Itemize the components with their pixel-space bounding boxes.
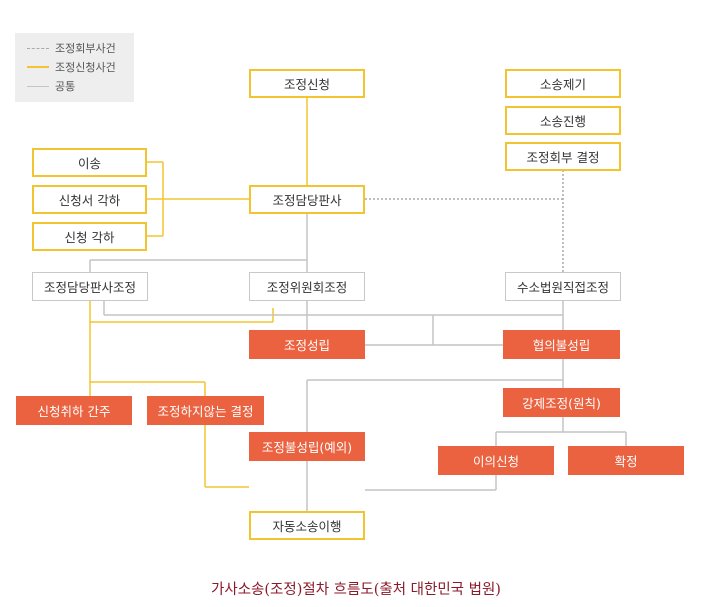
- gray-connectors: [89, 213, 627, 512]
- node-objection: 이의신청: [438, 446, 554, 475]
- node-mediation-success: 조정성립: [249, 330, 365, 359]
- node-mediation-application: 조정신청: [249, 69, 365, 98]
- node-lawsuit-progress: 소송진행: [505, 106, 621, 135]
- legend-gray-line: [27, 85, 49, 87]
- node-compulsory-mediation: 강제조정(원칙): [503, 388, 620, 417]
- node-no-mediation-decision: 조정하지않는 결정: [147, 396, 264, 425]
- legend-yellow-line: [27, 66, 49, 68]
- node-application-rejection: 신청서 각하: [32, 185, 147, 214]
- node-referral-decision: 조정회부 결정: [505, 142, 621, 171]
- legend-dotted-line: [27, 47, 49, 49]
- node-committee-mediation: 조정위원회조정: [249, 272, 365, 301]
- node-mediation-judge: 조정담당판사: [249, 185, 365, 214]
- figure-caption: 가사소송(조정)절차 흐름도(출처 대한민국 법원): [211, 582, 501, 598]
- legend-item-referral: 조정회부사건: [27, 41, 116, 55]
- legend-label: 공통: [55, 80, 76, 93]
- node-transfer: 이송: [32, 148, 147, 177]
- dotted-connectors: [365, 170, 564, 272]
- node-confirmation: 확정: [568, 446, 684, 475]
- legend: 조정회부사건 조정신청사건 공통: [15, 33, 134, 102]
- node-court-direct-mediation: 수소법원직접조정: [505, 272, 621, 301]
- node-judge-mediation: 조정담당판사조정: [32, 272, 148, 301]
- node-lawsuit-filed: 소송제기: [505, 69, 621, 98]
- yellow-connectors: [89, 97, 308, 488]
- legend-item-application: 조정신청사건: [27, 60, 116, 74]
- legend-label: 조정회부사건: [55, 42, 116, 55]
- legend-label: 조정신청사건: [55, 61, 116, 74]
- node-deemed-withdrawal: 신청취하 간주: [16, 396, 132, 425]
- node-auto-lawsuit: 자동소송이행: [249, 511, 365, 540]
- node-mediation-failure-exception: 조정불성립(예외): [249, 432, 365, 461]
- node-agreement-failure: 협의불성립: [503, 330, 620, 359]
- node-request-dismissal: 신청 각하: [32, 222, 147, 251]
- legend-item-common: 공통: [27, 79, 75, 93]
